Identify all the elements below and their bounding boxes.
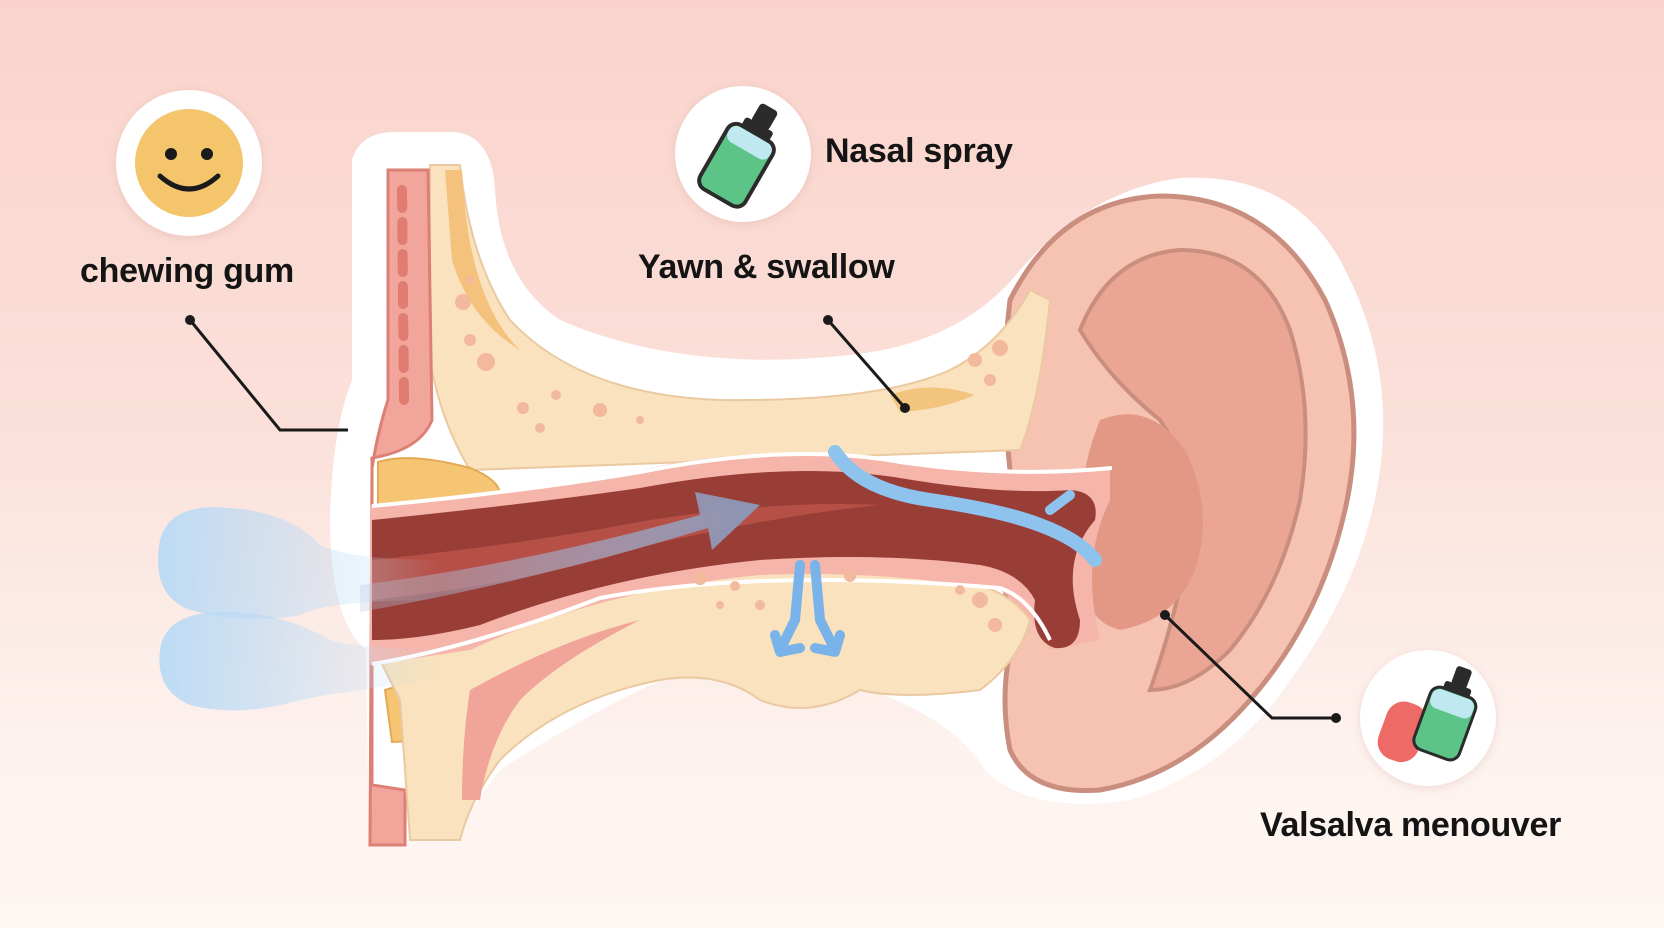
canal-wall-bottom (371, 578, 1052, 666)
callout-lines (188, 319, 1336, 720)
label-yawn-swallow: Yawn & swallow (638, 248, 895, 286)
spray-bottle-and-pill-icon (1360, 650, 1496, 786)
ear-canal (372, 470, 1096, 649)
eustachian-flow-line (828, 445, 1102, 567)
smiley-face-icon (116, 90, 262, 236)
nasal-spray-bottle-icon (675, 86, 811, 222)
label-chewing-gum: chewing gum (80, 252, 294, 290)
callout-line-chewing-gum (188, 319, 348, 432)
label-valsalva: Valsalva menouver (1260, 806, 1562, 844)
fat-strip-top (445, 170, 520, 350)
tissue-strip-left (368, 168, 434, 847)
callout-line-valsalva (1163, 613, 1336, 720)
air-flow-arrow (360, 492, 760, 612)
air-puff-lower (159, 611, 440, 711)
pressure-arrows (770, 560, 845, 657)
eustachian-flow-branch (1045, 490, 1075, 515)
callout-line-yawn-swallow (826, 319, 907, 409)
bone-speckles (455, 276, 1008, 632)
tissue-stripe (397, 185, 409, 405)
callout-dots (185, 315, 1341, 723)
canal-wall-top (371, 452, 1113, 508)
fat-streak-right (890, 387, 975, 412)
label-nasal-spray: Nasal spray (825, 132, 1013, 170)
lower-tissue-band (462, 620, 640, 800)
